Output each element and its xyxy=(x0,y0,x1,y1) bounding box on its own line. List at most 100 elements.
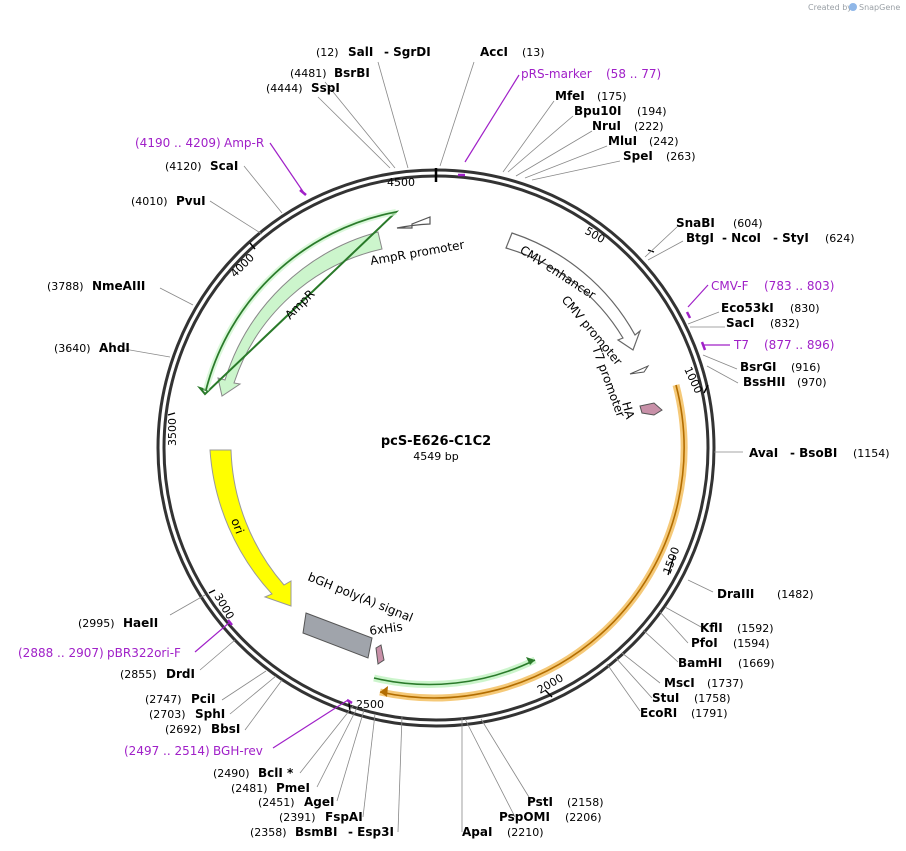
site-mlui[interactable]: MluI (242) xyxy=(608,134,679,148)
svg-text:(2481): (2481) xyxy=(231,782,268,795)
svg-text:(1154): (1154) xyxy=(853,447,890,460)
svg-text:(242): (242) xyxy=(649,135,679,148)
site-nrui[interactable]: NruI (222) xyxy=(592,119,664,133)
primer-bgh-rev[interactable]: (2497 .. 2514) BGH-rev xyxy=(124,744,263,758)
bsobi-label: - BsoBI xyxy=(790,446,837,460)
plasmid-name: pcS-E626-C1C2 xyxy=(381,434,491,449)
site-snabi[interactable]: SnaBI (604) xyxy=(676,216,763,230)
svg-text:AvaI: AvaI xyxy=(749,446,778,460)
styi-label: - StyI xyxy=(773,231,809,245)
site-pspomi[interactable]: PspOMI (2206) xyxy=(499,810,602,824)
primer-pbr322ori-f[interactable]: (2888 .. 2907) pBR322ori-F xyxy=(18,646,181,660)
leader-lines xyxy=(123,61,743,833)
site-pfoi[interactable]: PfoI (1594) xyxy=(691,636,770,650)
site-kfli[interactable]: KflI (1592) xyxy=(700,621,774,635)
snapgene-logo-icon xyxy=(849,3,857,11)
sgrdi-label: - SgrDI xyxy=(384,45,431,59)
svg-text:(58 .. 77): (58 .. 77) xyxy=(606,67,661,81)
primer-marks xyxy=(227,173,707,705)
svg-text:MscI: MscI xyxy=(664,676,695,690)
primer-amp-r[interactable]: (4190 .. 4209) Amp-R xyxy=(135,136,264,150)
site-bpu10i[interactable]: Bpu10I (194) xyxy=(574,104,667,118)
svg-text:DraIII: DraIII xyxy=(717,587,754,601)
primer-prs-marker[interactable]: pRS-marker (58 .. 77) xyxy=(521,67,661,81)
site-spei[interactable]: SpeI (263) xyxy=(623,149,696,163)
site-sphi[interactable]: (2703) SphI xyxy=(149,707,225,721)
sali-label: SalI xyxy=(348,45,373,59)
svg-text:FspAI: FspAI xyxy=(325,810,363,824)
svg-text:BsrBI: BsrBI xyxy=(334,66,370,80)
6xhis-label: 6xHis xyxy=(368,619,403,638)
site-avai[interactable]: AvaI - BsoBI (1154) xyxy=(749,446,890,460)
site-drdi[interactable]: (2855) DrdI xyxy=(120,667,195,681)
primer-cmv-f[interactable]: CMV-F (783 .. 803) xyxy=(711,279,834,293)
svg-text:MfeI: MfeI xyxy=(555,89,585,103)
svg-text:(830): (830) xyxy=(790,302,820,315)
site-bbsi[interactable]: (2692) BbsI xyxy=(165,722,240,736)
svg-text:(2490): (2490) xyxy=(213,767,250,780)
site-saci[interactable]: SacI (832) xyxy=(726,316,800,330)
svg-text:(2206): (2206) xyxy=(565,811,602,824)
site-acci[interactable]: AccI (13) xyxy=(480,45,545,59)
svg-text:(4444): (4444) xyxy=(266,82,303,95)
backbone xyxy=(156,168,716,728)
svg-text:(783 .. 803): (783 .. 803) xyxy=(764,279,834,293)
svg-text:SspI: SspI xyxy=(311,81,340,95)
svg-text:HaeII: HaeII xyxy=(123,616,158,630)
site-psti[interactable]: PstI (2158) xyxy=(527,795,604,809)
site-ahdi[interactable]: (3640) AhdI xyxy=(54,341,130,355)
svg-text:BGH-rev: BGH-rev xyxy=(213,744,263,758)
svg-text:(2703): (2703) xyxy=(149,708,186,721)
svg-text:SnaBI: SnaBI xyxy=(676,216,715,230)
site-nmeaiii[interactable]: (3788) NmeAIII xyxy=(47,279,145,293)
svg-text:(13): (13) xyxy=(522,46,545,59)
site-sali[interactable]: (12) SalI - SgrDI xyxy=(316,45,431,59)
svg-text:(175): (175) xyxy=(597,90,627,103)
tick-4000: 4000 xyxy=(228,251,257,280)
credit-brand: SnapGene xyxy=(859,3,900,12)
site-fspai[interactable]: (2391) FspAI xyxy=(279,810,363,824)
site-msci[interactable]: MscI (1737) xyxy=(664,676,744,690)
ori-arrow xyxy=(209,449,292,607)
site-haeii[interactable]: (2995) HaeII xyxy=(78,616,158,630)
site-eco53ki[interactable]: Eco53kI (830) xyxy=(721,301,820,315)
site-btgi[interactable]: BtgI - NcoI - StyI (624) xyxy=(686,231,855,245)
site-ecori[interactable]: EcoRI (1791) xyxy=(640,706,728,720)
svg-text:(832): (832) xyxy=(770,317,800,330)
site-mfei[interactable]: MfeI (175) xyxy=(555,89,627,103)
tick-marks xyxy=(167,242,709,714)
svg-text:(2995): (2995) xyxy=(78,617,115,630)
tick-4500: 4500 xyxy=(387,176,415,189)
site-scai[interactable]: (4120) ScaI xyxy=(165,159,238,173)
ha-tag-arrow xyxy=(639,402,663,416)
site-bsshii[interactable]: BssHII (970) xyxy=(743,375,827,389)
svg-text:(12): (12) xyxy=(316,46,339,59)
site-bsmbi[interactable]: (2358) BsmBI - Esp3I xyxy=(250,825,394,839)
primer-t7[interactable]: T7 (877 .. 896) xyxy=(733,338,834,352)
site-pcii[interactable]: (2747) PciI xyxy=(145,692,216,706)
svg-text:Amp-R: Amp-R xyxy=(224,136,264,150)
t7-promoter-arrow xyxy=(629,364,650,375)
site-bcli[interactable]: (2490) BclI * xyxy=(213,766,294,780)
site-stui[interactable]: StuI (1758) xyxy=(652,691,731,705)
site-draiii[interactable]: DraIII (1482) xyxy=(717,587,814,601)
ori-label: ori xyxy=(228,516,246,535)
site-pmei[interactable]: (2481) PmeI xyxy=(231,781,310,795)
svg-text:NruI: NruI xyxy=(592,119,621,133)
site-bsrgi[interactable]: BsrGI (916) xyxy=(740,360,821,374)
bgh-polya-label: bGH poly(A) signal xyxy=(306,570,415,625)
site-bamhi[interactable]: BamHI (1669) xyxy=(678,656,775,670)
svg-text:(3640): (3640) xyxy=(54,342,91,355)
ampr-promoter-label: AmpR promoter xyxy=(369,238,465,268)
site-agei[interactable]: (2451) AgeI xyxy=(258,795,334,809)
esp3i-label: - Esp3I xyxy=(348,825,394,839)
site-pvui[interactable]: (4010) PvuI xyxy=(131,194,206,208)
site-sspi[interactable]: (4444) SspI xyxy=(266,81,340,95)
svg-text:(2451): (2451) xyxy=(258,796,295,809)
svg-text:BsmBI: BsmBI xyxy=(295,825,337,839)
svg-text:KflI: KflI xyxy=(700,621,723,635)
site-apai[interactable]: ApaI (2210) xyxy=(462,825,544,839)
site-bsrbi[interactable]: (4481) BsrBI xyxy=(290,66,370,80)
svg-text:(1482): (1482) xyxy=(777,588,814,601)
